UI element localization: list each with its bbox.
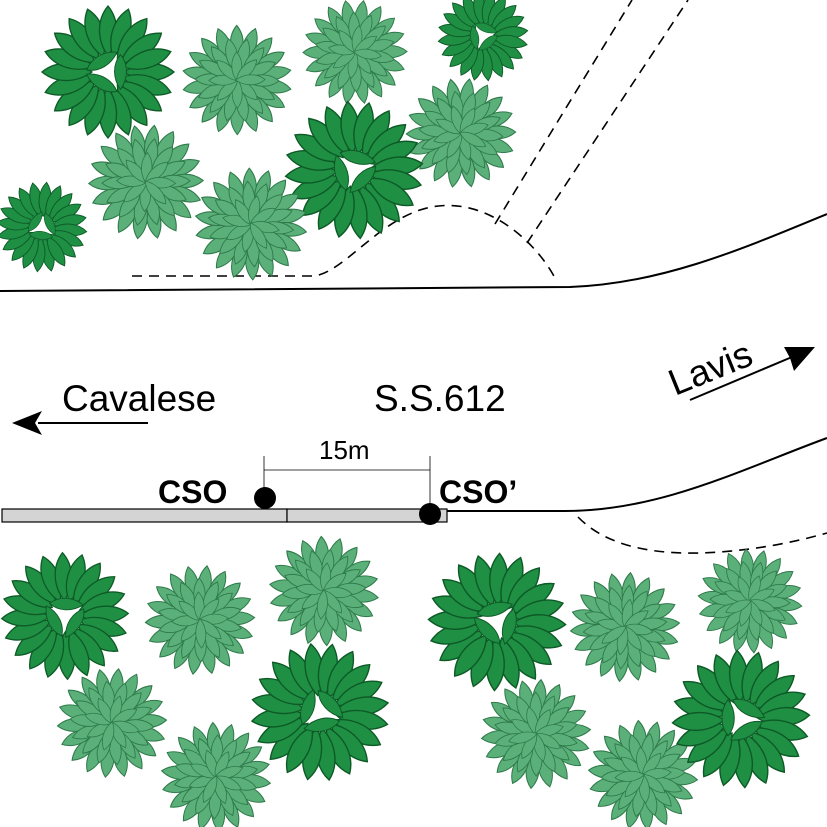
- tree-icon: [250, 642, 390, 782]
- tree-icon: [194, 167, 308, 281]
- dashed-trail-south: [577, 516, 827, 554]
- tree-icon: [87, 124, 205, 240]
- destination-label-lavis: Lavis: [663, 333, 758, 403]
- point-marker-icon: [254, 487, 276, 509]
- road-edge-north: [0, 213, 827, 292]
- tree-icon: [144, 565, 256, 675]
- tree-icon: [427, 552, 567, 692]
- station-label-cso-prime: CSO’: [439, 474, 517, 510]
- tree-icon: [437, 0, 529, 82]
- road-edges: [0, 213, 827, 512]
- tree-icon: [40, 4, 176, 140]
- tree-icon: [697, 548, 803, 654]
- tree-icon: [160, 721, 272, 827]
- tree-icon: [182, 24, 292, 136]
- retaining-wall: [1, 508, 448, 523]
- dashed-trail-north: [132, 204, 556, 279]
- dashed-lane-1: [494, 0, 633, 225]
- dashed-paths: [132, 0, 827, 554]
- tree-icon: [671, 649, 811, 789]
- tree-icon: [269, 535, 379, 647]
- tree-icon: [569, 571, 681, 683]
- road-name-label: S.S.612: [374, 378, 506, 419]
- wall-segment-right: [286, 508, 448, 523]
- distance-label: 15m: [319, 435, 370, 465]
- dashed-lane-2: [526, 0, 689, 244]
- tree-icon: [284, 100, 424, 240]
- road-edge-south: [445, 437, 827, 512]
- tree-icon: [56, 668, 168, 778]
- tree-icon: [480, 678, 592, 790]
- tree-icon: [0, 181, 88, 273]
- wall-segment-left: [1, 508, 288, 523]
- tree-icon: [405, 78, 517, 188]
- station-label-cso: CSO: [158, 474, 227, 510]
- arrow-left-icon: [12, 411, 148, 435]
- point-marker-icon: [419, 503, 441, 525]
- tree-icon: [587, 719, 699, 827]
- destination-label-cavalese: Cavalese: [62, 378, 216, 419]
- arrow-up-right-icon: [689, 347, 815, 401]
- tree-icon: [0, 551, 130, 681]
- tree-icon: [302, 0, 408, 105]
